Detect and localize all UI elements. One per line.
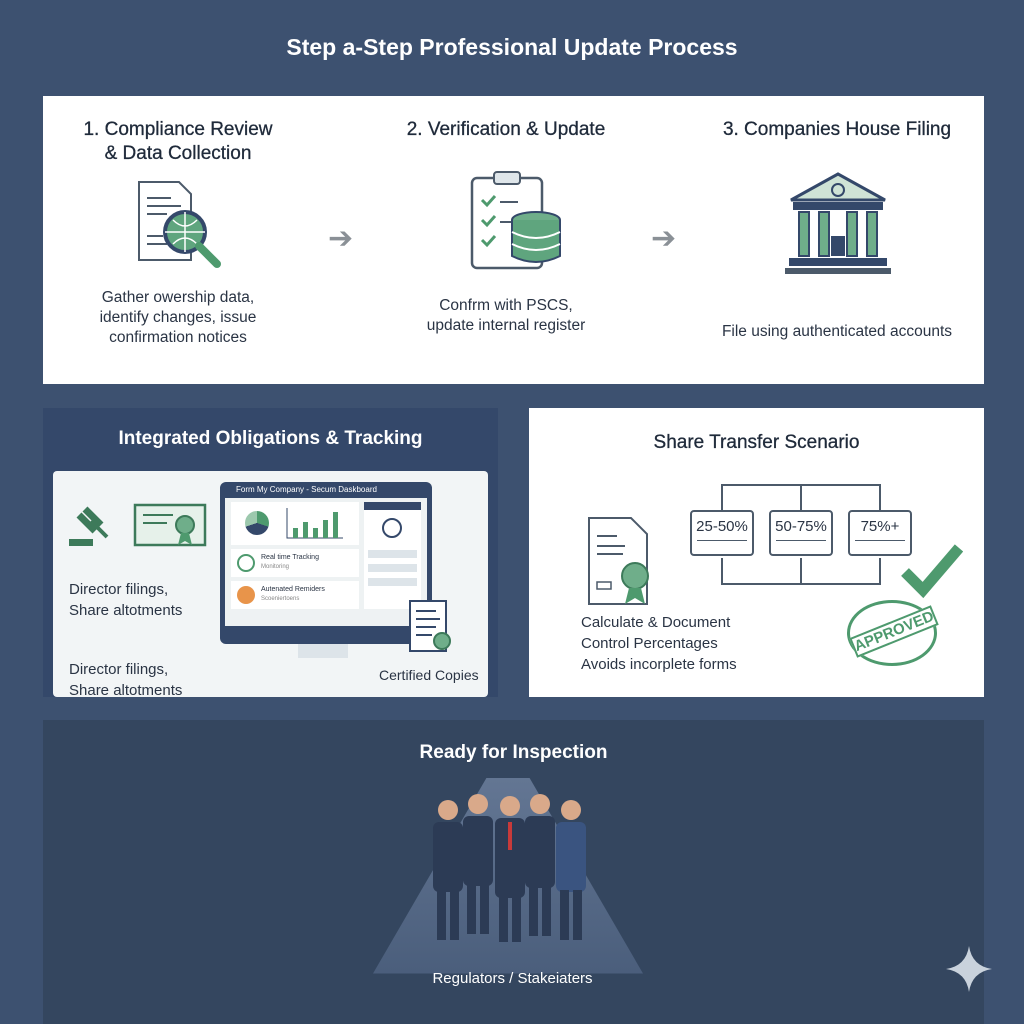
clock-icon: [382, 518, 402, 538]
arrow-right-icon: ➔: [328, 222, 354, 255]
step-title-line2: & Data Collection: [104, 143, 252, 164]
certificate-icon: [133, 503, 207, 547]
dashboard-title: Form My Company - Secum Daskboard: [236, 485, 377, 494]
range-box: 50-75%: [769, 510, 833, 556]
reminder-icon: [237, 586, 255, 604]
certified-document-icon: [588, 517, 649, 605]
bar-chart-icon: [286, 508, 343, 539]
obligations-list-1: Director filings,Share altotments: [69, 581, 183, 619]
step-title: 2. Verification & Update: [406, 119, 606, 140]
chart-widget: [231, 502, 359, 545]
step-title: 3. Companies House Filing: [722, 119, 952, 140]
step-title: 1. Compliance Review: [83, 119, 273, 140]
clipboard-database-icon: [470, 171, 561, 270]
step-2: 2. Verification & Update Confrm with PSC…: [356, 118, 656, 334]
tracking-widget[interactable]: Real time Tracking Monitoring: [231, 549, 359, 577]
document-search-icon: [138, 181, 221, 268]
certified-copies-label: Certified Copies: [379, 667, 479, 683]
range-box: 25-50%: [690, 510, 754, 556]
section-heading: Integrated Obligations & Tracking: [118, 428, 423, 449]
stakeholders-caption: Regulators / Stakeiaters: [432, 970, 593, 987]
checkmark-icon: [901, 544, 963, 599]
widget-sub: Monitoring: [261, 564, 290, 570]
step-desc: File using authenticated accounts: [721, 323, 953, 340]
approved-stamp: APPROVED: [847, 600, 939, 666]
widget-label: Autenated Remiders: [261, 586, 325, 593]
section-heading: Ready for Inspection: [419, 742, 608, 763]
obligations-panel: Integrated Obligations & Tracking Direct…: [43, 408, 498, 699]
share-transfer-panel: Share Transfer Scenario 25-50% 50-75% 75…: [529, 408, 984, 697]
obligations-card: Director filings,Share altotments Direct…: [53, 471, 488, 699]
clock-icon: [237, 554, 255, 572]
step-desc: Gather owership data,identify changes, i…: [99, 289, 257, 346]
inspection-panel: Ready for Inspection Regulators / Stakei…: [43, 720, 984, 1024]
page-title: Step a-Step Professional Update Process: [286, 34, 738, 60]
arrow-right-icon: ➔: [651, 222, 677, 255]
step-1: 1. Compliance Review & Data Collection G…: [28, 118, 328, 346]
pie-chart-icon: [245, 511, 269, 535]
gavel-icon: [69, 506, 109, 546]
obligations-list-2: Director filings,Share altotments: [69, 661, 183, 699]
certified-document-icon: [409, 600, 451, 652]
range-box: 75%+: [848, 510, 912, 556]
section-heading: Share Transfer Scenario: [653, 432, 860, 453]
sparkle-icon: [946, 946, 992, 992]
monitor-stand: [298, 644, 348, 658]
reminders-widget[interactable]: Autenated Remiders Scoeniertoens: [231, 581, 359, 609]
step-3: 3. Companies House Filing File using aut…: [687, 118, 987, 340]
tree-connectors: [721, 484, 881, 585]
side-widget: [364, 502, 421, 609]
widget-sub: Scoeniertoens: [261, 596, 300, 602]
stakeholders-group-illustration: [433, 794, 586, 942]
government-building-icon: [785, 172, 891, 274]
step-desc: Confrm with PSCS,update internal registe…: [426, 297, 586, 334]
process-steps-panel: 1. Compliance Review & Data Collection G…: [43, 96, 984, 384]
widget-label: Real time Tracking: [261, 554, 319, 561]
monitor: Form My Company - Secum Daskboard Real t…: [220, 482, 432, 644]
